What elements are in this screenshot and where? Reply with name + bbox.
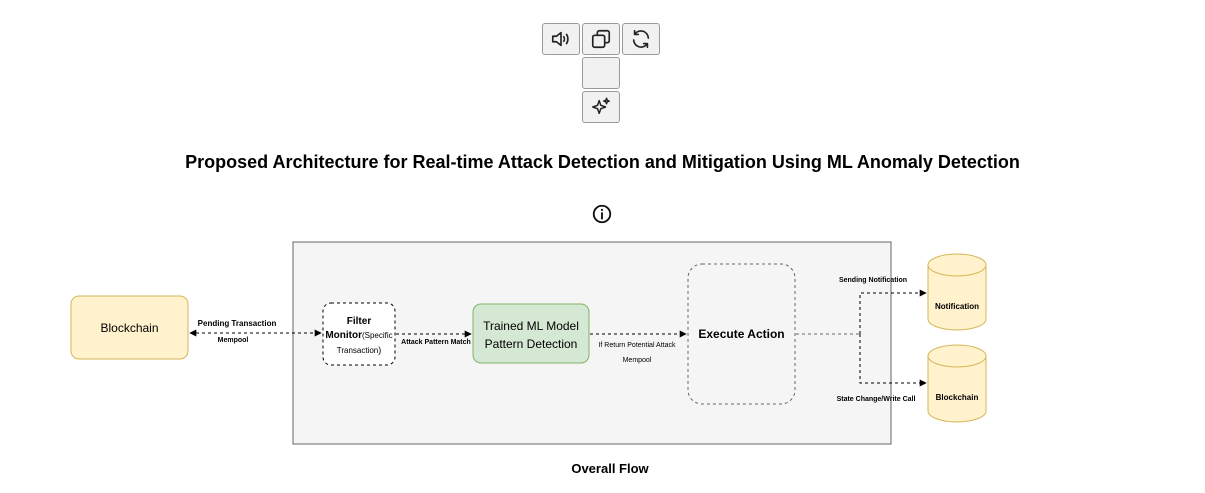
edge-label-sending-notification: Sending Notification — [839, 277, 907, 284]
edge-label-if-return-potential-attack: If Return Potential Attack — [598, 342, 676, 349]
filter-monitor-line3-end: ) — [378, 345, 381, 355]
edge-label-state-change: State Change/Write Call — [837, 396, 916, 403]
refresh-icon — [632, 29, 650, 49]
speaker-icon — [551, 31, 569, 47]
edge-label-mempool-left: Mempool — [218, 337, 249, 344]
notification-db-node — [927, 253, 987, 331]
filter-monitor-line2-bold: Monitor — [325, 330, 362, 341]
ml-model-line2: Pattern Detection — [485, 337, 578, 351]
filter-monitor-line1: Filter — [347, 316, 372, 327]
filter-monitor-line3: Transaction) — [337, 345, 382, 355]
execute-action-node — [687, 263, 796, 405]
blank-button[interactable] — [582, 57, 620, 89]
edge-split-notification — [859, 289, 927, 334]
notification-db-label: Notification — [935, 302, 979, 311]
edge-split-blockchain — [859, 334, 927, 387]
ml-model-line1: Trained ML Model — [483, 319, 579, 333]
edge-label-mempool-mid: Mempool — [623, 357, 652, 364]
overall-flow-caption: Overall Flow — [571, 461, 649, 476]
blockchain-source-label: Blockchain — [100, 321, 158, 335]
refresh-button[interactable] — [622, 23, 660, 55]
filter-monitor-line3-small: Transaction — [337, 346, 379, 355]
blockchain-db-node — [927, 344, 987, 423]
filter-monitor-node — [322, 302, 396, 366]
speaker-button[interactable] — [542, 23, 580, 55]
blockchain-db-label: Blockchain — [936, 393, 979, 402]
sparkle-button[interactable] — [582, 91, 620, 123]
diagram-title: Proposed Architecture for Real-time Atta… — [185, 152, 1020, 172]
blockchain-source-node — [70, 295, 189, 360]
sparkle-icon — [592, 97, 610, 115]
ml-model-node — [472, 303, 590, 364]
execute-action-label: Execute Action — [698, 327, 784, 341]
edge-label-attack-pattern-match: Attack Pattern Match — [401, 339, 471, 346]
filter-monitor-line2-small: (Specific — [362, 331, 393, 340]
info-icon[interactable] — [591, 203, 613, 225]
copy-button[interactable] — [582, 23, 620, 55]
copy-icon — [591, 29, 611, 49]
edge-label-pending-transaction: Pending Transaction — [198, 319, 277, 328]
filter-monitor-line2: Monitor(Specific — [325, 330, 392, 341]
